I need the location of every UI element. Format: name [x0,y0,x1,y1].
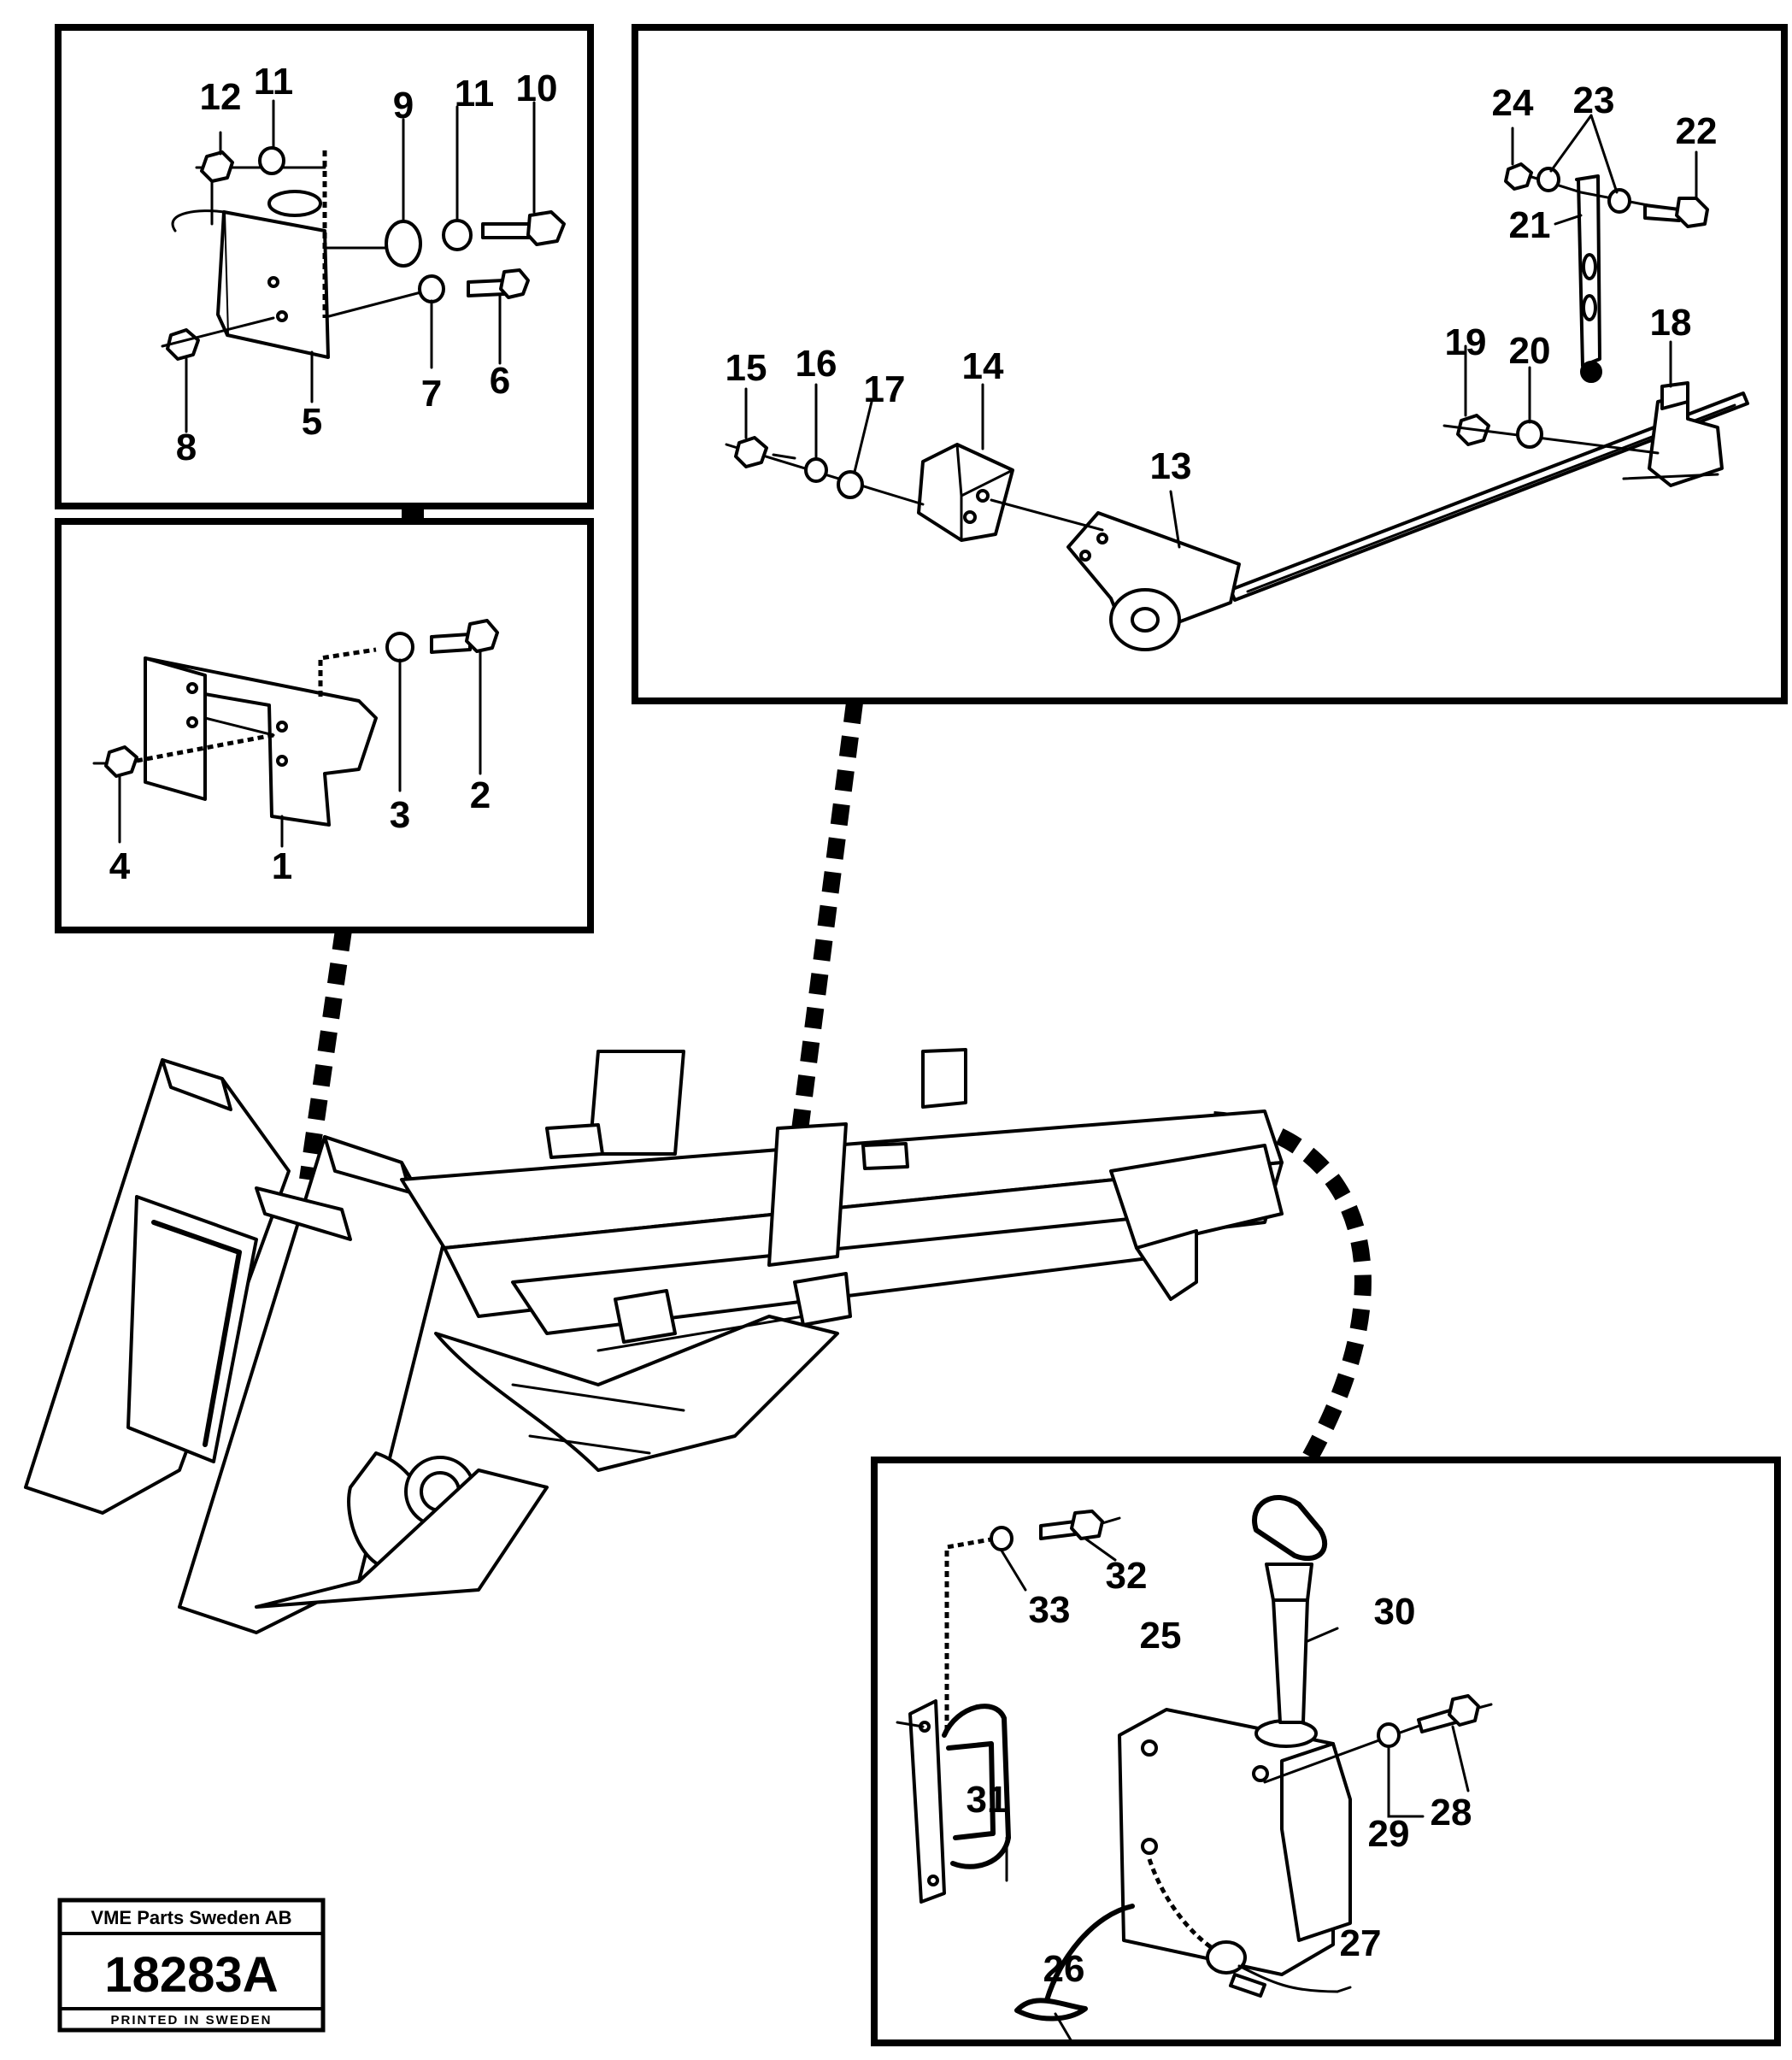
callout-10: 10 [516,68,558,109]
bushing-part-9 [385,220,422,268]
callout-13: 13 [1150,445,1192,487]
callout-31: 31 [967,1779,1008,1821]
callout-26: 26 [1043,1948,1085,1990]
handle-plate-part-31 [908,1699,946,1904]
callout-25: 25 [1140,1615,1182,1657]
washer-part-23a [1536,167,1560,192]
panel-top-right: 24 23 22 21 15 16 17 14 13 19 20 18 [632,24,1788,704]
leader-dash-top-right [790,701,863,1139]
callout-5: 5 [302,401,322,443]
bracket-part-1 [144,656,378,827]
callout-4: 4 [109,845,131,887]
bolt-part-2 [430,633,472,654]
callout-28: 28 [1431,1792,1472,1833]
callout-22: 22 [1676,110,1718,152]
callout-27: 27 [1340,1922,1382,1964]
screw-part-6 [467,279,506,297]
nut-part-15 [734,436,768,468]
callout-15: 15 [726,347,767,389]
callout-9: 9 [393,85,414,127]
nut-part-8 [166,328,200,361]
callout-16: 16 [796,343,837,385]
callout-14: 14 [962,345,1004,387]
callout-29: 29 [1368,1813,1410,1855]
washer-part-7 [418,274,445,303]
callout-18: 18 [1650,302,1692,344]
nut-part-4 [104,745,138,778]
callout-19: 19 [1445,321,1487,363]
nut-part-24 [1504,162,1533,191]
callout-24: 24 [1492,82,1534,124]
callout-32: 32 [1106,1555,1148,1597]
washer-part-17 [837,470,864,499]
washer-part-11a [258,146,285,175]
bolt-part-22 [1643,203,1681,222]
callout-12: 12 [200,76,242,118]
pin-part-30 [1272,1597,1309,1724]
panel-top-left: 12 11 9 11 10 8 5 7 6 [55,24,594,509]
lever-part-13 [1066,511,1241,643]
callout-21: 21 [1509,204,1551,246]
stamp-printed: PRINTED IN SWEDEN [110,2013,272,2028]
bolt-part-10 [481,222,532,239]
leader-dash-middle-left [299,928,352,1181]
callout-33: 33 [1029,1589,1071,1631]
callout-6: 6 [490,360,510,402]
callout-11b: 11 [455,73,495,115]
screw-part-32 [1039,1520,1077,1540]
stamp-company: VME Parts Sweden AB [91,1907,291,1928]
panel-bottom-right: 32 33 25 30 31 29 28 26 27 [871,1457,1781,2046]
callout-8: 8 [176,427,197,468]
drawing-stamp: VME Parts Sweden AB 18283A PRINTED IN SW… [57,1898,326,2033]
callout-30: 30 [1374,1591,1416,1633]
callout-1: 1 [272,845,292,887]
stamp-drawing-number: 18283A [104,1947,278,2003]
callout-2: 2 [470,774,491,816]
washer-part-3 [385,632,414,662]
callout-3: 3 [390,794,410,836]
callout-17: 17 [864,368,906,410]
washer-part-23b [1607,188,1631,214]
washer-part-20 [1516,420,1543,449]
callout-7: 7 [421,373,442,415]
nut-part-12 [200,150,234,183]
callout-20: 20 [1509,330,1551,372]
washer-part-16 [804,457,828,483]
callout-23: 23 [1573,79,1615,121]
washer-part-11b [442,219,473,251]
washer-part-33 [990,1526,1014,1551]
loader-front-frame [24,1048,1284,1634]
washer-part-29 [1377,1722,1401,1748]
callout-11a: 11 [254,61,294,103]
panel-middle-left: 4 1 3 2 [55,518,594,933]
